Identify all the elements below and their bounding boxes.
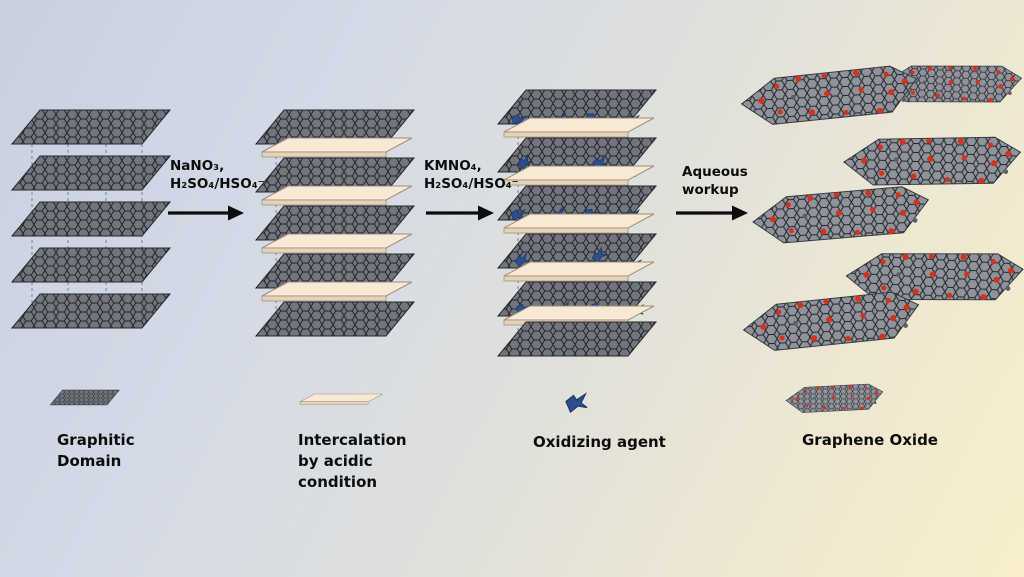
graphene-layer	[11, 201, 171, 237]
graphene-layer	[255, 301, 415, 337]
reaction-arrow-1	[168, 205, 244, 221]
oxidized-stack	[497, 89, 657, 357]
reagent-label-step1: NaNO₃, H₂SO₄/HSO₄⁻	[170, 157, 265, 193]
graphene-sheet-icon	[49, 389, 120, 406]
legend-label-oxidizing-agent: Oxidizing agent	[533, 432, 666, 453]
graphene-oxide-flake	[751, 185, 931, 245]
graphene-layer	[11, 293, 171, 329]
reagent-label-step2: KMNO₄, H₂SO₄/HSO₄⁻	[424, 157, 519, 193]
graphene-layer	[11, 247, 171, 283]
graphene-oxide-icon	[785, 383, 884, 413]
intercalated-stack	[255, 109, 415, 337]
graphene-layer	[11, 109, 171, 145]
reagent-line: KMNO₄,	[424, 158, 482, 174]
legend-icons	[49, 383, 884, 413]
graphene-oxide-flakes	[739, 59, 1024, 353]
graphene-oxide-flake	[741, 290, 921, 353]
legend-line: Graphitic	[57, 431, 135, 449]
intercalation-layer	[261, 185, 413, 206]
legend-line: by acidic	[298, 452, 373, 470]
legend-line: Graphene Oxide	[802, 431, 938, 449]
reagent-label-step3: Aqueous workup	[682, 163, 748, 199]
graphene-oxide-flake	[842, 131, 1022, 191]
intercalation-layer	[261, 137, 413, 158]
legend-label-graphene-oxide: Graphene Oxide	[802, 430, 938, 451]
intercalation-layer	[503, 261, 655, 282]
intercalation-sheet-icon	[299, 393, 383, 405]
reagent-line: workup	[682, 182, 739, 198]
graphene-oxide-flake	[739, 64, 919, 127]
intercalation-layer	[503, 213, 655, 234]
oxidizer-particle-icon	[565, 393, 588, 413]
graphene-layer	[497, 321, 657, 357]
legend-label-intercalation: Intercalation by acidic condition	[298, 430, 407, 493]
intercalation-layer	[261, 281, 413, 302]
reagent-line: Aqueous	[682, 164, 748, 180]
legend-line: Intercalation	[298, 431, 407, 449]
reagent-line: NaNO₃,	[170, 158, 225, 174]
intercalation-layer	[261, 233, 413, 254]
legend-line: condition	[298, 473, 378, 491]
legend-line: Domain	[57, 452, 122, 470]
legend-line: Oxidizing agent	[533, 433, 666, 451]
intercalation-layer	[503, 117, 655, 138]
graphene-layer	[11, 155, 171, 191]
graphite-stack	[11, 109, 171, 330]
intercalation-layer	[503, 165, 655, 186]
reaction-arrow-3	[676, 205, 748, 221]
reagent-line: H₂SO₄/HSO₄⁻	[170, 176, 265, 192]
reagent-line: H₂SO₄/HSO₄⁻	[424, 176, 519, 192]
reaction-arrow-2	[426, 205, 494, 221]
legend-label-graphitic-domain: Graphitic Domain	[57, 430, 135, 472]
